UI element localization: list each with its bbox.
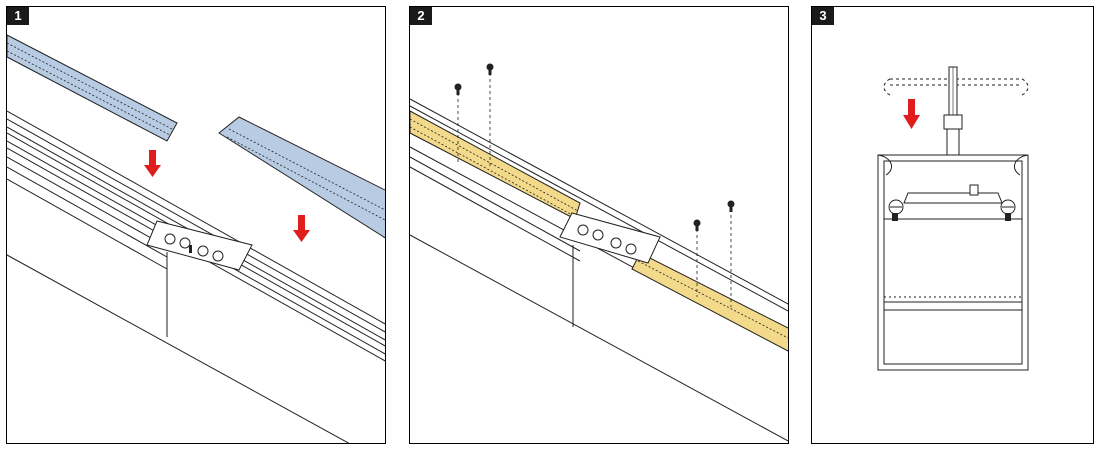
profile-body: [7, 110, 385, 443]
step-3-panel: 3: [811, 6, 1094, 444]
step-1-illustration: [7, 34, 385, 443]
led-module-right: [218, 116, 385, 239]
profile-body: [410, 98, 788, 442]
screw-icon: [888, 199, 904, 221]
step-2-panel: 2: [409, 6, 789, 444]
led-module-right: [631, 252, 788, 352]
down-arrow-icon: [903, 99, 920, 129]
screw-icon: [486, 63, 494, 75]
led-module-left: [410, 110, 581, 220]
led-module-left: [7, 34, 178, 142]
step-1-panel: 1: [6, 6, 386, 444]
screw-icon: [727, 200, 735, 212]
screw-icon: [454, 83, 462, 95]
screw-icon: [693, 219, 701, 231]
step-3-illustration: [877, 66, 1029, 371]
step-number-badge: 3: [812, 7, 834, 25]
down-arrow-icon: [144, 150, 161, 177]
screw-icon: [1000, 199, 1016, 221]
profile-cross-section: [877, 154, 1029, 371]
step-number-badge: 2: [410, 7, 432, 25]
step-2-illustration: [410, 63, 788, 442]
connector-block: [559, 212, 661, 264]
down-arrow-icon: [293, 215, 310, 242]
step-number-badge: 1: [7, 7, 29, 25]
connector-block: [146, 220, 253, 271]
